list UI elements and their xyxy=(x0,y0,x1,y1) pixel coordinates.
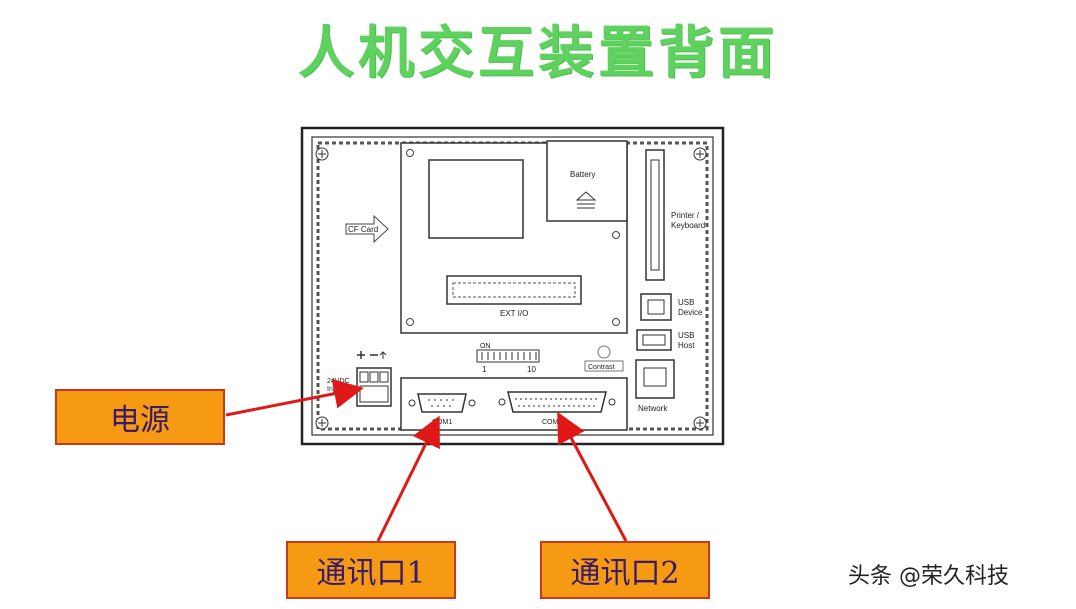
ext-io-label: EXT I/O xyxy=(500,309,528,318)
com1-label: COM1 xyxy=(432,419,452,426)
callout-com1: 通讯口1 xyxy=(286,541,456,599)
power-terminal-block xyxy=(356,367,392,407)
com1-port xyxy=(417,393,467,413)
usb-device-label-2: Device xyxy=(678,308,703,317)
printer-keyboard-port xyxy=(645,149,665,281)
dip-on-label: ON xyxy=(480,343,491,350)
ext-io-slot xyxy=(446,275,582,305)
com1-arrow xyxy=(376,415,440,542)
contrast-knob xyxy=(597,345,611,359)
cf-card-label: CF Card xyxy=(348,225,378,234)
printer-keyboard-label-2: Keyboard xyxy=(671,221,705,230)
watermark: 头条 @荣久科技 xyxy=(848,564,1009,589)
usb-host-label-2: Host xyxy=(678,341,695,350)
callout-com2: 通讯口2 xyxy=(540,541,710,599)
network-label: Network xyxy=(638,404,668,413)
com2-arrow xyxy=(557,411,628,542)
device-inner-frame xyxy=(311,136,714,436)
cf-card-arrow-icon xyxy=(345,214,389,244)
usb-host-port xyxy=(636,329,672,351)
dip-end-label: 10 xyxy=(527,365,536,374)
contrast-label: Contrast xyxy=(588,364,615,371)
power-arrow xyxy=(225,378,364,417)
callout-power: 电源 xyxy=(55,389,225,445)
power-polarity-icon xyxy=(357,351,387,359)
network-port xyxy=(635,359,675,399)
com2-label: COM2 xyxy=(542,419,562,426)
com2-port xyxy=(507,391,607,413)
corner-screw xyxy=(315,147,707,430)
power-input-label-1: 24VDC xyxy=(327,378,350,385)
dip-start-label: 1 xyxy=(482,365,487,374)
usb-device-port xyxy=(640,293,672,321)
usb-host-label-1: USB xyxy=(678,331,694,340)
diagram-title: 人机交互装置背面 xyxy=(298,20,778,86)
eject-icon xyxy=(575,191,597,209)
usb-device-label-1: USB xyxy=(678,298,694,307)
battery-label: Battery xyxy=(570,170,595,179)
printer-keyboard-label-1: Printer / xyxy=(671,211,700,220)
battery-compartment xyxy=(546,140,628,222)
board-chip xyxy=(428,159,524,239)
